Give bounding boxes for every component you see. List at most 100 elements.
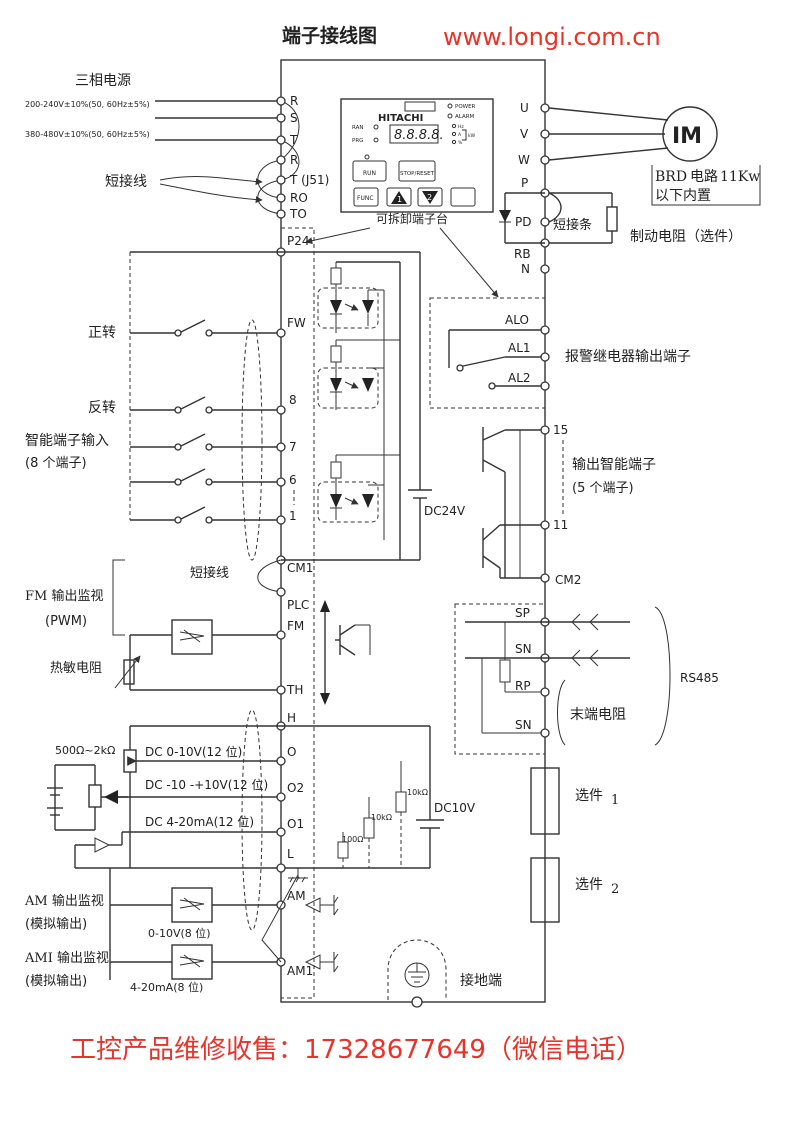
- option-1-number: 1: [611, 793, 619, 808]
- ami-meter: [171, 944, 213, 980]
- input-terminal-plc: PLC: [276, 587, 309, 612]
- thermistor-label: 热敏电阻: [50, 661, 102, 676]
- jumper-r: [280, 100, 300, 161]
- stop-reset-key[interactable]: [398, 160, 436, 182]
- fm-monitor-label: FM 输出监视: [25, 588, 103, 604]
- website-url: www.longi.com.cn: [443, 23, 661, 51]
- output-terminal-cm2: CM2: [540, 573, 581, 587]
- power-label: 三相电源: [75, 73, 131, 89]
- svg-text:P24: P24: [287, 234, 310, 248]
- store-key[interactable]: [450, 187, 476, 207]
- up-arrow-icon: [391, 191, 407, 204]
- input-terminal-8: 8: [276, 393, 297, 415]
- run-key[interactable]: [352, 160, 387, 182]
- svg-text:6: 6: [289, 473, 297, 487]
- svg-text:FM: FM: [287, 619, 304, 633]
- option-1-label: 选件: [575, 788, 603, 804]
- panel-a: A: [458, 132, 462, 138]
- output-terminal-15: 15: [540, 423, 568, 437]
- svg-text:W: W: [518, 153, 530, 167]
- input-terminal-o: O: [276, 745, 296, 766]
- svg-text:R: R: [290, 94, 298, 108]
- svg-text:T: T: [289, 133, 298, 147]
- option-2-label: 选件: [575, 877, 603, 893]
- operator-panel: HITACHI 8.8.8.8. POWER ALARM RAN PRG Hz …: [340, 98, 494, 213]
- footer-contact: 工控产品维修收售：17328677649（微信电话）: [70, 1035, 642, 1065]
- svg-text:RO: RO: [290, 191, 308, 205]
- removable-terminal-block: [280, 227, 315, 999]
- brd-power-label: 11Kw: [720, 169, 760, 185]
- page-title: 端子接线图: [282, 24, 377, 47]
- input-terminal-s: S: [276, 111, 298, 125]
- func-key[interactable]: [353, 187, 379, 207]
- input-terminal-o1: O1: [276, 817, 304, 837]
- shield-ellipse-inputs: [241, 319, 263, 561]
- svg-text:CM2: CM2: [555, 573, 581, 587]
- panel-hz: Hz: [458, 124, 464, 130]
- svg-text:AM: AM: [287, 889, 306, 903]
- up-key[interactable]: [386, 187, 412, 207]
- panel-kw: kW: [468, 133, 476, 139]
- dc-0-10-label: DC 0-10V(12 位): [145, 744, 242, 759]
- input-terminal-t2: T (J51): [276, 173, 329, 187]
- jumper-t: [280, 139, 300, 181]
- svg-text:H: H: [287, 711, 296, 725]
- reverse-label: 反转: [88, 400, 116, 416]
- svg-text:8: 8: [289, 393, 297, 407]
- svg-text:15: 15: [553, 423, 568, 437]
- svg-text:TO: TO: [289, 207, 307, 221]
- input-terminal-7: 7: [276, 440, 297, 454]
- input-terminal-r: R: [276, 94, 298, 108]
- arrow-short-wire-1: [159, 176, 263, 186]
- input-terminal-ro: RO: [276, 191, 308, 205]
- panel-display: 8.8.8.8.: [394, 128, 444, 143]
- svg-text:T (J51): T (J51): [289, 173, 329, 187]
- input-terminal-th: TH: [276, 683, 303, 697]
- svg-text:AL2: AL2: [508, 371, 531, 385]
- motor: [662, 106, 718, 162]
- r10k-b-label: 10kΩ: [371, 813, 392, 822]
- down-key[interactable]: [417, 187, 443, 207]
- panel-prg-led: PRG: [352, 138, 363, 144]
- input-terminal-h: H: [276, 711, 296, 731]
- ground-symbol-l: [288, 876, 308, 883]
- dc10v-label: DC10V: [434, 801, 476, 815]
- am-range: 0-10V(8 位): [148, 926, 211, 940]
- potentiometer: [123, 749, 137, 773]
- svg-text:O1: O1: [287, 817, 304, 831]
- ground-label: 接地端: [460, 972, 502, 989]
- svg-text:PD: PD: [515, 215, 531, 229]
- ami-analog-out: (模拟输出): [25, 973, 87, 989]
- short-bar-label: 短接条: [553, 217, 592, 233]
- svg-text:P: P: [521, 176, 528, 190]
- output-terminal-ami: AM1: [276, 957, 313, 978]
- output-terminal-v: V: [520, 127, 550, 141]
- input-terminal-fm: FM: [276, 619, 304, 640]
- down-arrow-icon: [422, 191, 438, 204]
- panel-power-led: POWER: [455, 104, 476, 110]
- smart-input-count: (8 个端子): [25, 456, 87, 471]
- ami-monitor-label: AMI 输出监视: [24, 950, 109, 966]
- svg-text:ALO: ALO: [505, 313, 529, 327]
- input-terminal-1: 1: [276, 509, 297, 525]
- svg-text:FW: FW: [287, 316, 306, 330]
- input-terminal-6: 6: [276, 473, 297, 487]
- am-monitor-label: AM 输出监视: [24, 893, 104, 909]
- r100-label: 100Ω: [342, 835, 363, 844]
- dc24v-label: DC24V: [424, 504, 466, 518]
- svg-text:TH: TH: [286, 683, 303, 697]
- panel-pct: %: [458, 140, 463, 146]
- svg-text:N: N: [521, 262, 530, 276]
- end-resistor-label: 末端电阻: [570, 707, 626, 723]
- brd-circuit-label: 电路: [690, 169, 718, 185]
- braking-resistor: [606, 206, 618, 232]
- brd-label: BRD: [655, 169, 687, 185]
- svg-text:SP: SP: [515, 606, 530, 620]
- option-2-number: 2: [611, 882, 619, 897]
- short-bar: [548, 192, 562, 223]
- input-terminal-o2: O2: [276, 781, 304, 802]
- output-terminal-al2: AL2: [508, 371, 550, 391]
- svg-text:S: S: [290, 111, 298, 125]
- svg-text:RP: RP: [515, 679, 531, 693]
